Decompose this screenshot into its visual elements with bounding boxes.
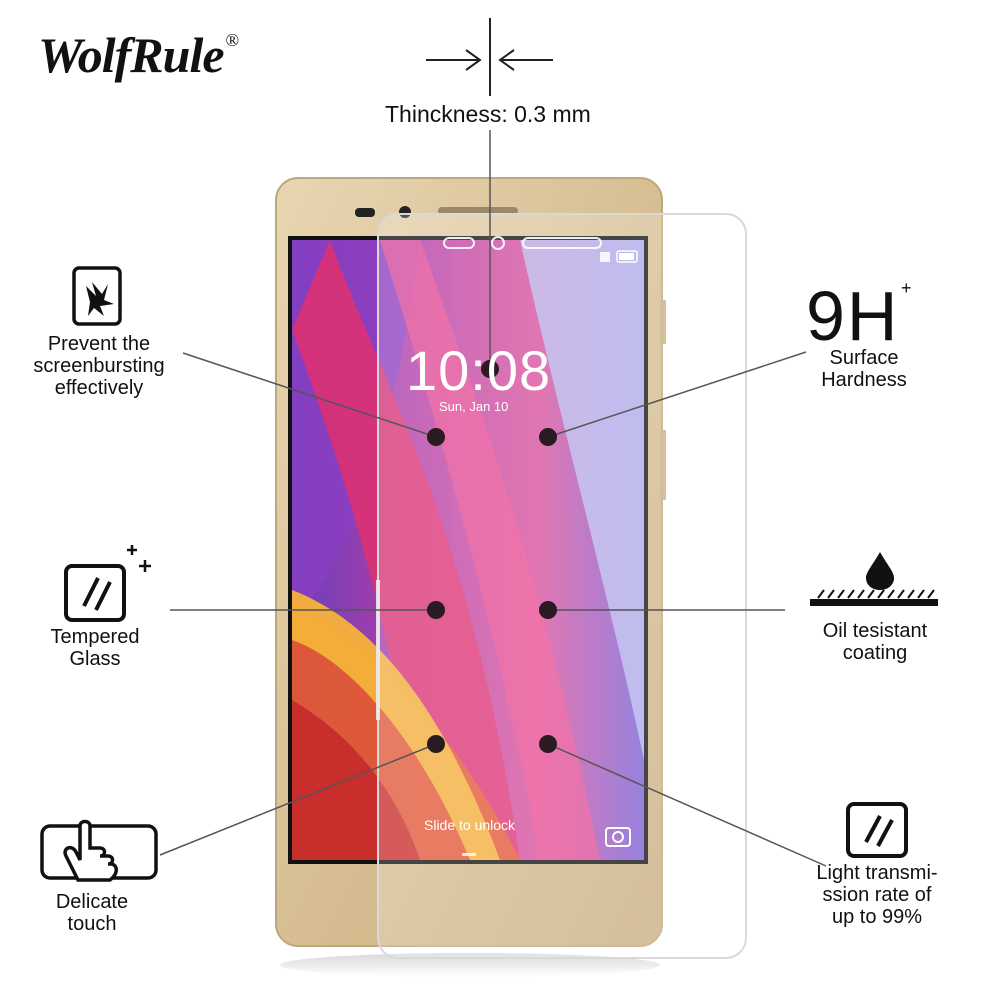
prevent-caption: Prevent the screenbursting effectively [33,333,165,399]
brand-logo: WolfRule® [38,27,240,83]
sensor [355,208,375,217]
signal-icon [600,252,610,262]
home-indicator [462,853,476,856]
screen-burst-icon [72,266,122,326]
slide-to-unlock: Slide to unlock [424,817,516,833]
leader-lines [159,351,827,867]
lockscreen-date: Sun, Jan 10 [439,399,509,414]
tempered-caption: Tempered Glass [50,626,140,670]
light-transmission-icon [846,802,908,858]
touch-hand-icon [40,819,158,882]
glass-cutout-sensor [443,237,475,249]
lockscreen-time: 10:08 [406,339,552,402]
camera-icon [605,827,631,847]
registered-mark: ® [225,30,240,51]
marker-dots [427,360,557,753]
battery-icon [616,250,638,263]
oil-drop-icon [810,552,938,606]
glass-protector [377,213,747,959]
hardness-badge: 9H+ [806,277,914,355]
light-caption: Light transmi- ssion rate of up to 99% [816,862,938,928]
oil-caption: Oil tesistant coating [822,620,928,664]
glass-edge [376,580,380,720]
delicate-caption: Delicate touch [55,891,129,935]
power-button [660,430,666,500]
thickness-label: Thinckness: 0.3 mm [385,101,591,127]
glass-cutout-speaker [522,237,602,249]
glass-cutout-camera [491,236,505,250]
volume-button [660,300,666,344]
tempered-glass-icon [64,545,151,622]
wallpaper [292,240,644,860]
